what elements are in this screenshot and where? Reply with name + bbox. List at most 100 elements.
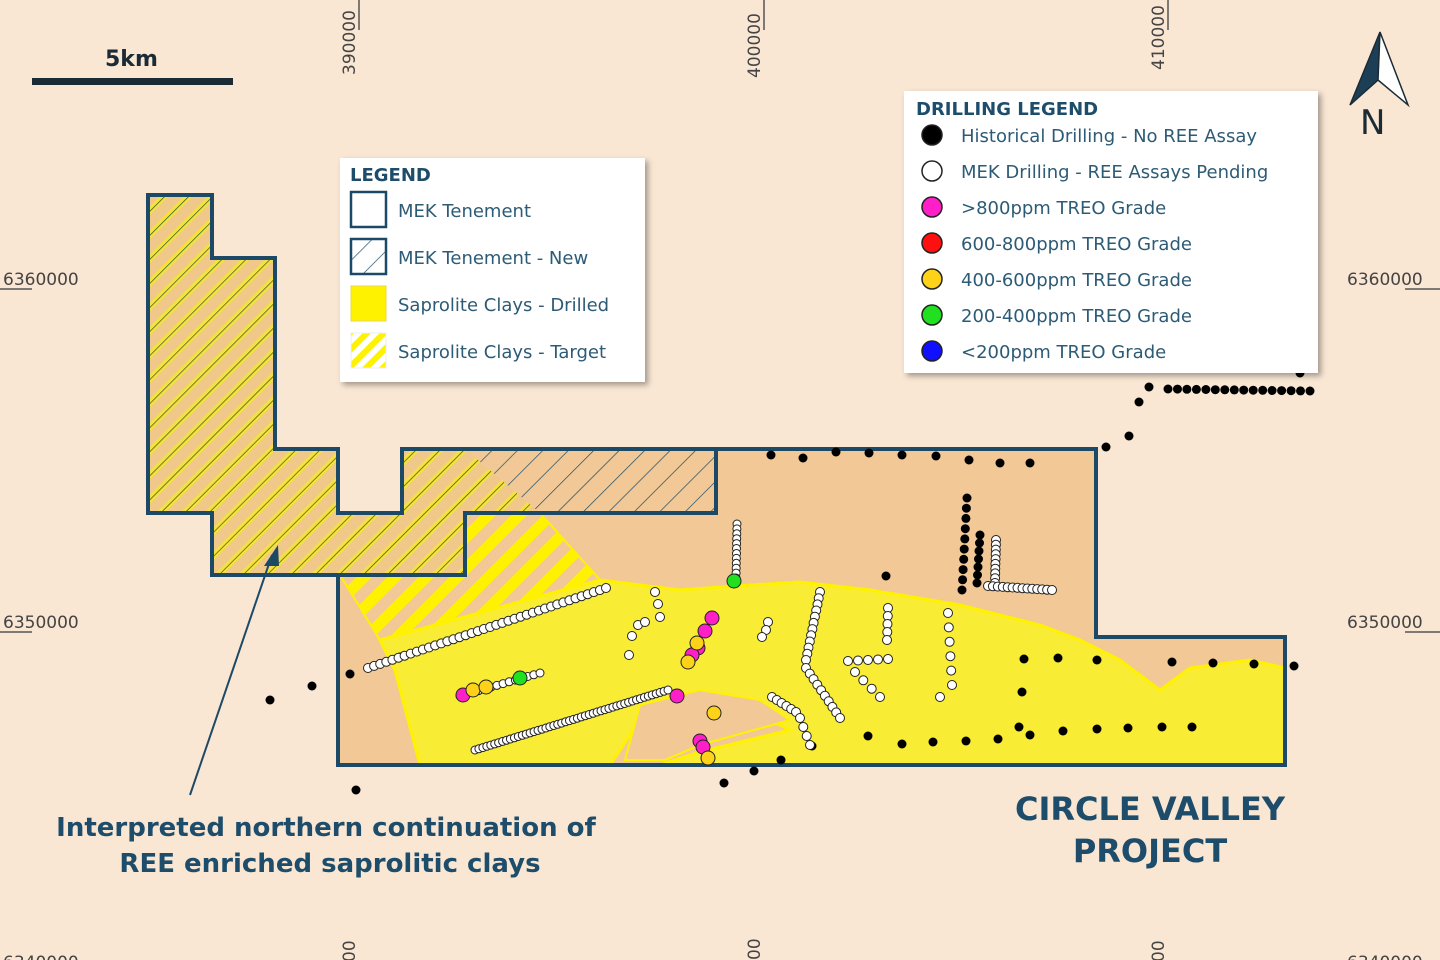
- mek-drilling-pending-dot-icon: [921, 160, 943, 182]
- historical-drill-hole: [1134, 397, 1144, 407]
- drill-hole-marker: [975, 530, 985, 540]
- grade-over-800-hole: [669, 688, 685, 704]
- tenement-outline-north: [146, 193, 718, 577]
- drill-hole-marker: [1277, 386, 1287, 396]
- drilling-legend-item-grade-200-400: 200-400ppm TREO Grade: [921, 304, 1192, 327]
- historical-drill-hole: [1025, 730, 1035, 740]
- drill-hole-marker: [1239, 385, 1249, 395]
- north-arrow-icon: N: [1349, 31, 1410, 143]
- drilling-legend-panel: DRILLING LEGEND Historical Drilling - No…: [904, 91, 1318, 373]
- mek-drill-hole: [640, 617, 650, 627]
- legend-item-mek-tenement-new: MEK Tenement - New: [349, 237, 588, 276]
- historical-drill-hole: [776, 755, 786, 765]
- drilling-legend-label: 400-600ppm TREO Grade: [961, 270, 1192, 291]
- drill-hole-marker: [947, 680, 957, 690]
- historical-drilling-dot-icon: [921, 124, 943, 146]
- historical-drill-hole: [1144, 382, 1154, 392]
- drill-hole-marker: [1258, 385, 1268, 395]
- mek-drill-hole: [757, 632, 767, 642]
- drilling-legend-item-grade-400-600: 400-600ppm TREO Grade: [921, 268, 1192, 291]
- drill-hole-marker: [975, 538, 984, 548]
- historical-drill-hole: [1208, 658, 1218, 668]
- tenement-outline-swatch: [349, 190, 388, 229]
- historical-drill-hole: [1124, 431, 1134, 441]
- drill-hole-marker: [1286, 386, 1296, 396]
- drill-hole-marker: [1248, 385, 1258, 395]
- historical-drill-hole: [931, 451, 941, 461]
- drill-hole-marker: [1210, 385, 1220, 395]
- grade-400-600-hole: [680, 654, 696, 670]
- northing-label-6350000-left: 6350000: [3, 613, 79, 633]
- drill-hole-marker: [974, 554, 983, 564]
- historical-drill-hole: [749, 766, 759, 776]
- bottom-label-right: 6340000: [1347, 953, 1423, 960]
- drill-hole-marker: [959, 544, 969, 554]
- drill-hole-marker: [957, 585, 967, 595]
- drill-holes: [265, 368, 1315, 795]
- legend-item-saprolite-target: Saprolite Clays - Target: [350, 332, 606, 369]
- grade-400-600-hole: [478, 679, 494, 695]
- drilling-legend-label: Historical Drilling - No REE Assay: [961, 126, 1257, 147]
- drill-hole-marker: [1201, 385, 1211, 394]
- legend-item-mek-tenement: MEK Tenement: [349, 190, 531, 229]
- historical-drill-hole: [995, 458, 1005, 468]
- drilling-legend-item-grade-over-800: >800ppm TREO Grade: [921, 196, 1166, 219]
- grade-400-600-hole: [465, 682, 481, 698]
- drill-hole-marker: [1182, 384, 1192, 394]
- bottom-label-390000: 00: [340, 940, 360, 960]
- scale-bar: [32, 78, 233, 85]
- drill-hole-marker: [959, 554, 969, 564]
- easting-label-400000: 400000: [745, 13, 765, 78]
- drill-hole-marker: [1191, 384, 1201, 394]
- historical-drill-hole: [864, 448, 874, 458]
- mek-drill-hole: [624, 650, 634, 660]
- historical-drill-hole: [831, 447, 841, 457]
- historical-drill-hole: [961, 736, 971, 746]
- grade-under-200-dot-icon: [921, 340, 943, 362]
- drill-hole-marker: [945, 651, 956, 662]
- drill-hole-marker: [958, 565, 968, 575]
- drill-hole-marker: [1296, 386, 1305, 396]
- drill-hole-marker: [601, 583, 611, 593]
- drill-hole-marker: [875, 692, 885, 702]
- drill-hole-marker: [973, 562, 983, 572]
- easting-label-410000: 410000: [1149, 5, 1169, 70]
- project-title-line-1: CIRCLE VALLEY: [1015, 790, 1286, 828]
- drill-hole-marker: [798, 722, 809, 732]
- drilling-legend-item-grade-under-200: <200ppm TREO Grade: [921, 340, 1166, 363]
- historical-drill-hole: [798, 453, 808, 463]
- drill-hole-marker: [850, 667, 860, 677]
- historical-drill-hole: [766, 450, 776, 460]
- drill-hole-marker: [882, 635, 892, 645]
- historical-drill-hole: [1123, 723, 1133, 733]
- historical-drill-hole: [265, 695, 275, 705]
- drill-hole-marker: [1047, 585, 1057, 595]
- drill-hole-marker: [866, 683, 877, 694]
- mek-drill-hole: [653, 599, 663, 609]
- bottom-label-410000: 00: [1149, 940, 1169, 960]
- drill-hole-marker: [858, 675, 869, 686]
- legend-label: MEK Tenement: [398, 201, 531, 222]
- drill-hole-marker: [1173, 384, 1182, 394]
- drilling-legend-label: <200ppm TREO Grade: [961, 342, 1166, 363]
- historical-drill-hole: [1101, 442, 1111, 452]
- grade-400-600-hole: [689, 635, 705, 651]
- legend-label: Saprolite Clays - Drilled: [398, 295, 609, 316]
- historical-drill-hole: [1017, 687, 1027, 697]
- legend-panel: LEGEND MEK Tenement MEK Tenement - New S…: [340, 158, 645, 382]
- drill-hole-marker: [801, 731, 812, 741]
- drilling-legend-label: 200-400ppm TREO Grade: [961, 306, 1192, 327]
- yellow-striped-swatch: [350, 332, 387, 369]
- grade-400-600-hole: [700, 750, 716, 766]
- drill-hole-marker: [843, 656, 853, 666]
- annotation-line-1: Interpreted northern continuation of: [56, 813, 596, 843]
- historical-drill-hole: [928, 737, 938, 747]
- drill-hole-marker: [958, 575, 968, 585]
- drilling-legend-title: DRILLING LEGEND: [916, 99, 1098, 120]
- grade-400-600-hole: [706, 705, 722, 721]
- legend-label: Saprolite Clays - Target: [398, 342, 606, 363]
- drill-hole-marker: [974, 546, 984, 556]
- historical-drill-hole: [1014, 722, 1024, 732]
- mek-drill-hole: [655, 612, 665, 622]
